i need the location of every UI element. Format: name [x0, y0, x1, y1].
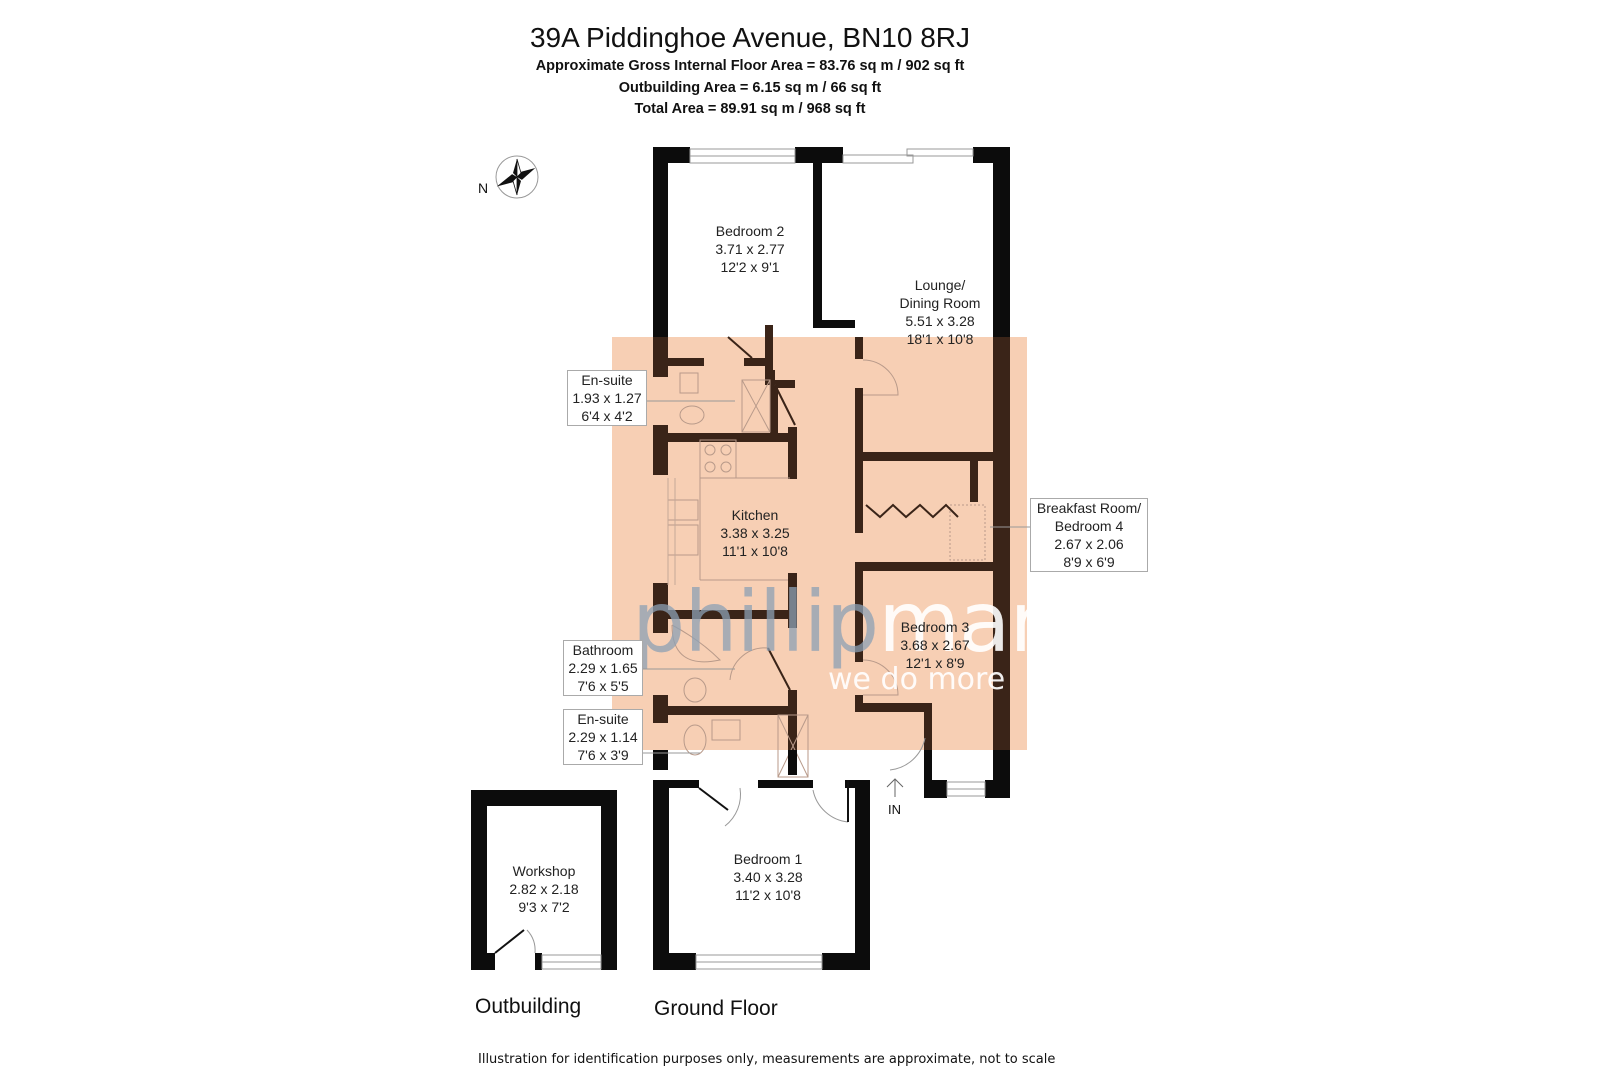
room-imperial: 7'6 x 5'5: [577, 678, 629, 694]
room-metric: 3.68 x 2.67: [900, 637, 970, 653]
room-imperial: 11'2 x 10'8: [735, 887, 801, 903]
highlight-overlay: [612, 337, 1027, 750]
room-name: Bedroom 1: [733, 851, 803, 867]
watermark-tagline: we do more: [828, 662, 1006, 697]
room-name: Lounge/: [914, 277, 966, 293]
room-metric: 2.67 x 2.06: [1054, 536, 1124, 552]
walls: [653, 147, 1010, 337]
room-name: Bedroom 2: [715, 223, 785, 239]
total-area: Total Area = 89.91 sq m / 968 sq ft: [634, 101, 866, 117]
compass-rose-icon: [495, 155, 539, 199]
room-imperial: 6'4 x 4'2: [581, 408, 633, 424]
room-name: En-suite: [581, 372, 633, 388]
room-name: Workshop: [512, 863, 576, 879]
watermark-logo: phillipmann: [632, 573, 1115, 671]
room-imperial: 7'6 x 3'9: [577, 747, 629, 763]
room-name-2: Bedroom 4: [1054, 518, 1124, 534]
room-metric: 3.38 x 3.25: [720, 525, 790, 541]
room-imperial: 11'1 x 10'8: [722, 543, 788, 559]
entrance-arrow-icon: [886, 778, 904, 797]
room-bedroom-2: Bedroom 2 3.71 x 2.77 12'2 x 9'1: [690, 222, 810, 276]
property-title: 39A Piddinghoe Avenue, BN10 8RJ: [529, 22, 971, 53]
room-metric: 5.51 x 3.28: [905, 313, 975, 329]
room-name: Breakfast Room/: [1036, 500, 1142, 516]
room-kitchen: Kitchen 3.38 x 3.25 11'1 x 10'8: [700, 506, 810, 560]
room-lounge: Lounge/ Dining Room 5.51 x 3.28 18'1 x 1…: [870, 276, 1010, 348]
room-imperial: 9'3 x 7'2: [518, 899, 570, 915]
room-bedroom-3: Bedroom 3 3.68 x 2.67 12'1 x 8'9: [880, 618, 990, 672]
room-imperial: 12'1 x 8'9: [905, 655, 965, 671]
room-metric: 3.71 x 2.77: [715, 241, 785, 257]
room-metric: 2.29 x 1.14: [568, 729, 638, 745]
room-ensuite-1: En-suite 1.93 x 1.27 6'4 x 4'2: [567, 370, 647, 426]
room-workshop: Workshop 2.82 x 2.18 9'3 x 7'2: [494, 862, 594, 916]
room-imperial: 18'1 x 10'8: [906, 331, 974, 347]
room-bathroom: Bathroom 2.29 x 1.65 7'6 x 5'5: [563, 640, 643, 696]
room-breakfast-bedroom-4: Breakfast Room/ Bedroom 4 2.67 x 2.06 8'…: [1030, 498, 1148, 572]
room-name-2: Dining Room: [899, 295, 981, 311]
gross-internal-area: Approximate Gross Internal Floor Area = …: [535, 58, 965, 74]
room-ensuite-2: En-suite 2.29 x 1.14 7'6 x 3'9: [563, 709, 643, 765]
room-metric: 3.40 x 3.28: [733, 869, 803, 885]
entrance-label: IN: [888, 802, 901, 817]
room-name: Bathroom: [572, 642, 634, 658]
room-metric: 2.29 x 1.65: [568, 660, 638, 676]
outbuilding-label: Outbuilding: [475, 995, 582, 1018]
disclaimer: Illustration for identification purposes…: [478, 1052, 1056, 1067]
room-name: En-suite: [577, 711, 629, 727]
room-imperial: 12'2 x 9'1: [720, 259, 780, 275]
compass-north-label: N: [478, 180, 489, 196]
room-name: Bedroom 3: [900, 619, 970, 635]
ground-floor-label: Ground Floor: [654, 997, 778, 1020]
room-metric: 1.93 x 1.27: [572, 390, 642, 406]
outbuilding-area: Outbuilding Area = 6.15 sq m / 66 sq ft: [618, 80, 882, 96]
room-name: Kitchen: [731, 507, 779, 523]
room-imperial: 8'9 x 6'9: [1063, 554, 1115, 570]
room-metric: 2.82 x 2.18: [509, 881, 579, 897]
room-bedroom-1: Bedroom 1 3.40 x 3.28 11'2 x 10'8: [708, 850, 828, 904]
